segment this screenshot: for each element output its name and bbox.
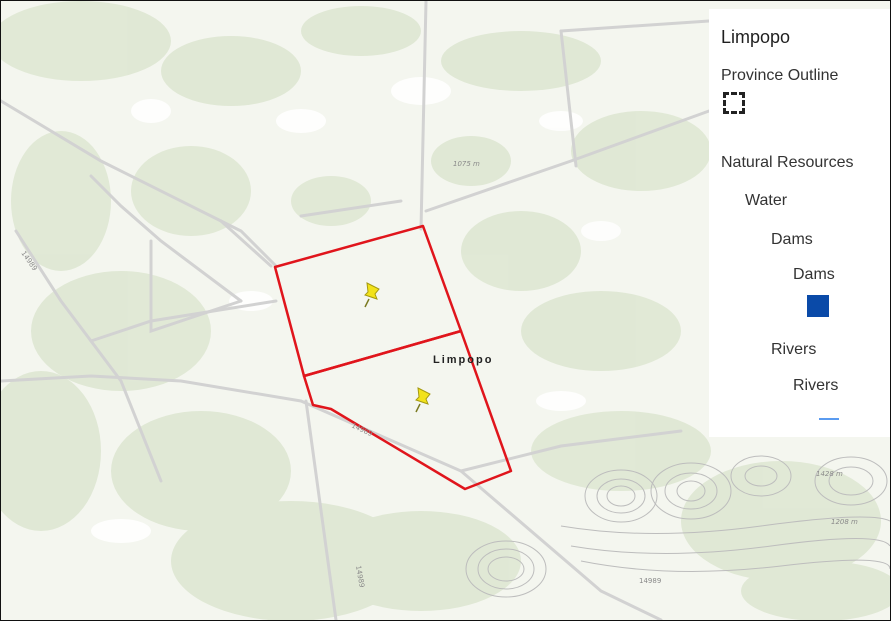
legend-water: Water bbox=[745, 192, 788, 209]
road-network bbox=[1, 1, 711, 620]
contour-lines bbox=[465, 455, 890, 598]
dams-swatch-icon bbox=[807, 295, 829, 317]
province-outline-swatch-icon bbox=[723, 92, 745, 114]
legend-natural-resources: Natural Resources bbox=[721, 154, 854, 171]
pushpin-icon[interactable] bbox=[364, 282, 380, 308]
parcel-south[interactable] bbox=[302, 329, 513, 491]
road-label: 14989 bbox=[354, 565, 366, 588]
rivers-swatch-icon bbox=[819, 418, 839, 420]
map-legend: Limpopo Province Outline Natural Resourc… bbox=[709, 9, 890, 437]
parcel-outlines[interactable] bbox=[273, 224, 513, 491]
open-ground-spots bbox=[91, 77, 621, 543]
elevation-label: 1208 m bbox=[831, 518, 858, 526]
elevation-label: 1075 m bbox=[453, 160, 480, 168]
legend-rivers-group: Rivers bbox=[771, 341, 817, 358]
road-label: 14989 bbox=[639, 577, 661, 585]
legend-dams-layer: Dams bbox=[793, 266, 835, 283]
pushpin-icon[interactable] bbox=[415, 387, 431, 413]
legend-province-outline: Province Outline bbox=[721, 67, 839, 84]
legend-dams-group: Dams bbox=[771, 231, 813, 248]
place-label: Limpopo bbox=[433, 354, 493, 366]
legend-title: Limpopo bbox=[721, 27, 791, 47]
legend-rivers-layer: Rivers bbox=[793, 377, 839, 394]
elevation-label: 1428 m bbox=[816, 470, 843, 478]
